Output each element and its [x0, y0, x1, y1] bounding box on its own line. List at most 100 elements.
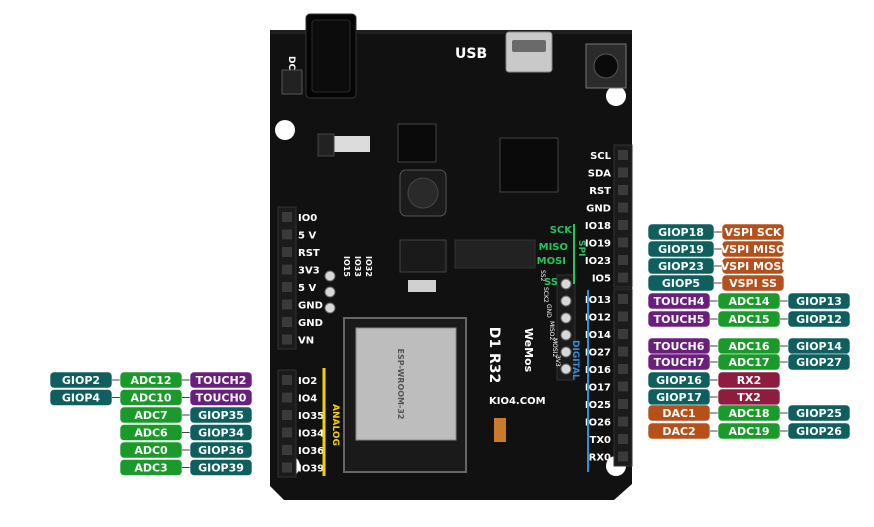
pin-tag-bg — [787, 292, 851, 310]
pin-label: VN — [298, 336, 314, 347]
pin-tag: TOUCH0 — [189, 389, 253, 406]
pin-tag: GIOP5 — [647, 274, 715, 292]
pin-tag-text: VSPI SCK — [725, 226, 782, 239]
pin-tag: GIOP27 — [787, 353, 851, 371]
pin-hole — [618, 220, 628, 230]
pin-label: IO0 — [298, 213, 317, 224]
pin-tag-text: TOUCH0 — [196, 392, 247, 405]
pin-label: IO17 — [585, 383, 611, 394]
pin-tag: TOUCH6 — [647, 337, 711, 355]
pin-label: IO13 — [585, 295, 611, 306]
pin-hole — [282, 247, 292, 257]
icsp-label: GND — [545, 304, 552, 318]
pin-tag-text: GIOP2 — [62, 374, 100, 387]
pin-tag-text: VSPI MISO — [721, 243, 786, 256]
pin-hole — [618, 416, 628, 427]
pin-tag-bg — [189, 424, 253, 441]
pin-tag-bg — [787, 310, 851, 328]
pin-tag: GIOP18 — [647, 223, 715, 241]
icsp-pad — [560, 312, 572, 324]
header-strip — [277, 369, 297, 478]
dc-jack-barrel — [311, 19, 351, 93]
pin-label: RX0 — [589, 453, 611, 464]
pin-label: IO27 — [585, 348, 611, 359]
pin-tag-text: GIOP17 — [656, 391, 702, 404]
dc-label: DC — [286, 56, 296, 70]
pin-tag-text: ADC18 — [728, 407, 769, 420]
pin-hole — [282, 212, 292, 222]
pin-tag-text: GIOP18 — [658, 226, 704, 239]
pin-tag: GIOP19 — [647, 240, 715, 258]
pin-tag-text: TOUCH5 — [654, 313, 705, 326]
pin-tag-text: ADC10 — [130, 392, 171, 405]
pcb-edge — [270, 30, 632, 34]
pin-hole — [618, 255, 628, 265]
pin-tag: VSPI SS — [721, 274, 785, 292]
pin-tag-text: TX2 — [737, 391, 761, 404]
regulator-ic — [397, 123, 437, 163]
usb-slot — [512, 40, 546, 52]
icsp-label: SS2 — [539, 270, 546, 282]
smd-part-2 — [317, 133, 335, 157]
pin-hole — [282, 299, 292, 310]
icsp-pad — [560, 329, 572, 341]
pin-label: SDA — [588, 169, 612, 180]
pin-hole — [282, 264, 292, 275]
pin-tag: VSPI MISO — [721, 240, 786, 258]
mount-hole-1 — [275, 120, 295, 140]
pin-hole — [282, 392, 292, 403]
pin-tag: GIOP34 — [189, 424, 253, 441]
pin-tag: GIOP17 — [647, 388, 711, 406]
analog-section-label: ANALOG — [330, 404, 340, 446]
pin-tag-bg — [787, 353, 851, 371]
pin-label: IO25 — [585, 400, 611, 411]
inductor-core — [407, 177, 439, 209]
pin-hole — [618, 272, 628, 283]
pin-tag: GIOP16 — [647, 371, 711, 389]
pin-label: TX0 — [590, 435, 612, 446]
pin-hole — [618, 237, 628, 248]
smd-part-3 — [408, 280, 436, 292]
pin-tag: GIOP14 — [787, 337, 851, 355]
pin-tag-text: ADC14 — [728, 295, 769, 308]
pin-hole — [282, 462, 292, 473]
pin-tag-text: ADC12 — [130, 374, 171, 387]
pin-tag: ADC17 — [717, 353, 781, 371]
pin-hole — [618, 329, 628, 339]
led — [494, 418, 506, 442]
pin-tag-bg — [787, 422, 851, 440]
pin-tag-text: RX2 — [737, 374, 762, 387]
pin-tag-text: ADC7 — [134, 409, 167, 422]
pin-tag-text: GIOP36 — [198, 444, 244, 457]
pin-tag: ADC12 — [119, 371, 183, 389]
pin-tag-text: GIOP26 — [796, 425, 842, 438]
esp32-module-text: ESP-WROOM-32 — [396, 349, 405, 420]
spi-pin-label: SCK — [550, 225, 574, 236]
pin-hole — [618, 150, 628, 160]
pin-tag-text: TOUCH7 — [654, 356, 705, 369]
pin-tag-bg — [189, 389, 253, 406]
pin-hole — [618, 311, 628, 322]
pin-tag: TOUCH2 — [189, 371, 253, 389]
pin-tag-text: GIOP5 — [662, 277, 700, 290]
pin-tag: ADC0 — [119, 441, 183, 459]
spi-section-label: SPI — [576, 240, 586, 256]
vertical-pin-label: IO33 — [353, 256, 362, 277]
pin-label: GND — [298, 318, 323, 329]
pin-tag: GIOP35 — [189, 406, 253, 424]
pin-tag-text: ADC17 — [728, 356, 769, 369]
dc-jack: DC — [281, 13, 357, 99]
pin-tag-text: GIOP27 — [796, 356, 842, 369]
pin-hole — [282, 375, 292, 385]
pin-label: 3V3 — [298, 266, 320, 277]
pin-label: IO12 — [585, 313, 611, 324]
usb-port: USB — [455, 31, 553, 73]
pin-label: IO35 — [298, 411, 324, 422]
pin-tag: ADC3 — [119, 459, 183, 476]
pin-tag-text: DAC2 — [662, 425, 695, 438]
